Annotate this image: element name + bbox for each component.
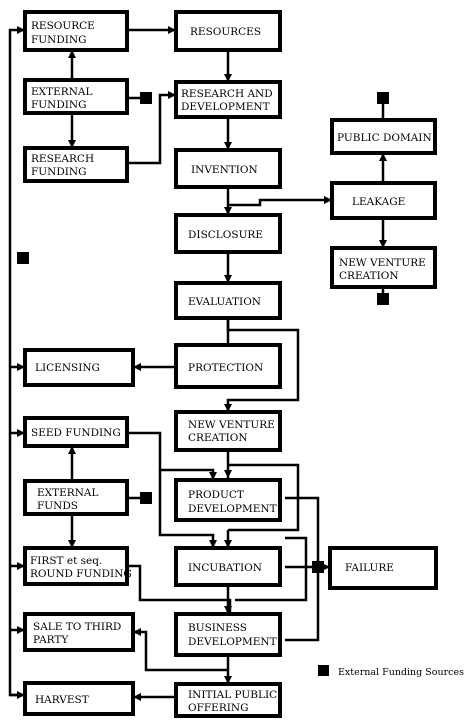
box-label-line: CREATION <box>339 270 399 282</box>
funding-marker <box>140 92 152 104</box>
box-invention: INVENTION <box>174 148 282 189</box>
left-return-line <box>8 28 25 697</box>
box-label-line: RESOURCES <box>190 26 261 38</box>
box-incubation: INCUBATION <box>174 546 282 587</box>
box-label-line: SALE TO THIRD <box>33 621 121 633</box>
box-label-line: RESOURCE <box>31 20 95 32</box>
funding-marker <box>377 92 389 104</box>
box-label-line: NEW VENTURE <box>339 257 426 269</box>
legend-label: External Funding Sources <box>338 667 464 678</box>
box-new-venture-creation-right: NEW VENTURE CREATION <box>330 246 437 289</box>
box-label-line: INITIAL PUBLIC <box>188 689 277 701</box>
box-evaluation: EVALUATION <box>174 281 282 320</box>
box-label-line: FUNDING <box>31 166 86 178</box>
box-label-line: FUNDS <box>37 500 78 512</box>
box-label-line: NEW VENTURE <box>188 419 275 431</box>
box-resource-funding: RESOURCE FUNDING <box>23 10 129 52</box>
box-label-line: DEVELOPMENT <box>188 503 277 515</box>
box-label-line: OFFERING <box>188 702 248 714</box>
funding-marker <box>17 252 29 264</box>
legend: External Funding Sources <box>338 667 464 678</box>
box-label-line: PUBLIC DOMAIN <box>337 132 432 144</box>
box-external-funding: EXTERNAL FUNDING <box>23 78 129 115</box>
box-label-line: INCUBATION <box>188 562 262 574</box>
box-business-development: BUSINESS DEVELOPMENT <box>174 612 282 657</box>
box-label-line: FAILURE <box>345 562 394 574</box>
box-label-line: DEVELOPMENT <box>181 101 270 113</box>
box-label-line: ROUND FUNDING <box>30 568 132 580</box>
box-label-line: PROTECTION <box>188 362 263 374</box>
box-external-funds: EXTERNAL FUNDS <box>23 479 129 516</box>
box-first-round-funding: FIRST et seq. ROUND FUNDING <box>23 546 132 586</box>
box-new-venture-creation: NEW VENTURE CREATION <box>174 410 282 452</box>
box-resources: RESOURCES <box>174 10 282 52</box>
box-label-line: PARTY <box>33 634 69 646</box>
box-public-domain: PUBLIC DOMAIN <box>330 118 437 155</box>
box-label-line: EXTERNAL <box>31 86 92 98</box>
box-label-line: INVENTION <box>191 164 258 176</box>
arrowheads <box>17 26 387 701</box>
box-label-line: SEED FUNDING <box>31 427 121 439</box>
box-label-line: LICENSING <box>35 362 100 374</box>
box-sale-third-party: SALE TO THIRD PARTY <box>23 612 135 652</box>
box-label-line: BUSINESS <box>188 622 247 634</box>
box-product-development: PRODUCT DEVELOPMENT <box>174 478 282 522</box>
box-harvest: HARVEST <box>23 681 135 716</box>
box-seed-funding: SEED FUNDING <box>23 416 129 448</box>
box-initial-public-offering: INITIAL PUBLIC OFFERING <box>174 682 282 718</box>
box-label-line: RESEARCH AND <box>181 88 273 100</box>
funding-marker <box>377 293 389 305</box>
box-leakage: LEAKAGE <box>330 181 437 220</box>
box-research-funding: RESEARCH FUNDING <box>23 146 129 183</box>
funding-marker <box>140 492 152 504</box>
box-protection: PROTECTION <box>174 343 282 389</box>
box-label-line: DEVELOPMENT <box>188 636 277 648</box>
box-label-line: FIRST et seq. <box>30 555 102 567</box>
box-label-line: EXTERNAL <box>37 487 98 499</box>
external-funding-markers <box>17 92 389 676</box>
box-label-line: FUNDING <box>31 99 86 111</box>
box-failure: FAILURE <box>328 546 438 590</box>
box-label-line: CREATION <box>188 432 248 444</box>
legend-marker <box>318 665 329 676</box>
box-label-line: RESEARCH <box>31 153 94 165</box>
box-label-line: LEAKAGE <box>352 196 405 208</box>
box-label-line: HARVEST <box>35 694 89 706</box>
box-label-line: DISCLOSURE <box>188 229 263 241</box>
box-licensing: LICENSING <box>23 348 135 387</box>
box-disclosure: DISCLOSURE <box>174 213 282 254</box>
funding-marker <box>312 561 324 573</box>
box-label-line: FUNDING <box>31 34 86 46</box>
box-label-line: EVALUATION <box>188 296 261 308</box>
box-research-development: RESEARCH AND DEVELOPMENT <box>174 80 282 119</box>
box-label-line: PRODUCT <box>188 489 244 501</box>
